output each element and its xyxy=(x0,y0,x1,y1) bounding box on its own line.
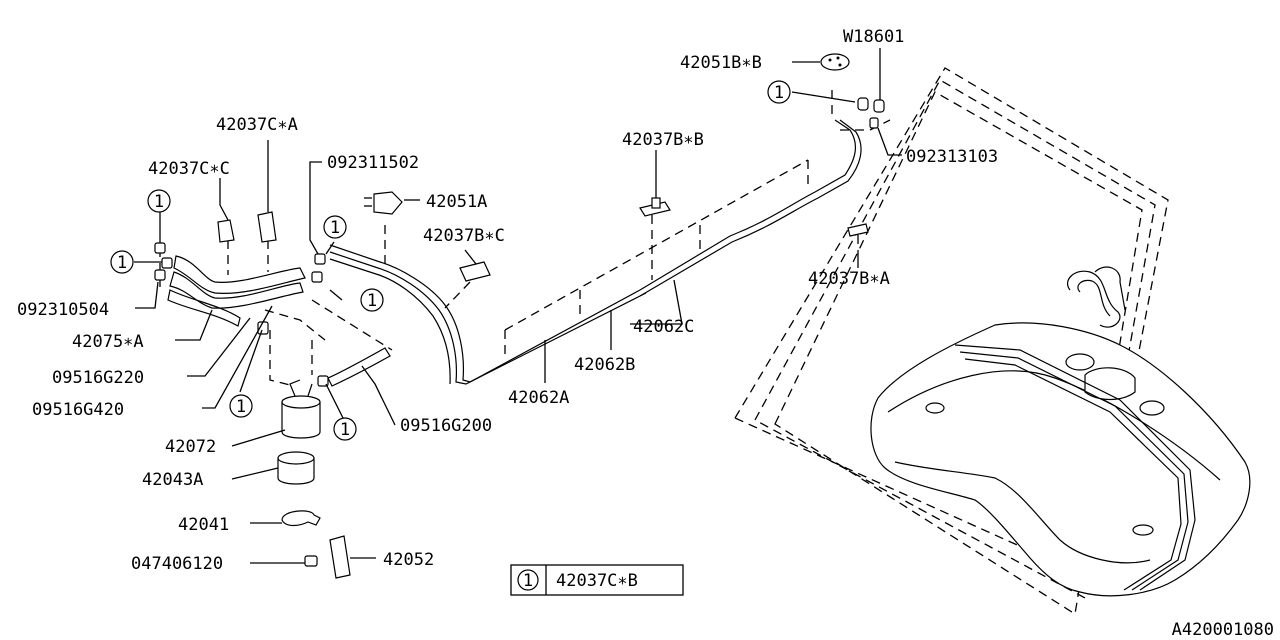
callout-number: 1 xyxy=(154,192,164,212)
connector-42051a xyxy=(364,191,403,215)
label-42062c: 42062C xyxy=(633,317,694,337)
legend-box: 1 42037C∗B xyxy=(510,564,684,596)
diagram-id: A420001080 xyxy=(1172,620,1274,640)
label-42072: 42072 xyxy=(165,437,216,457)
callout-number: 1 xyxy=(330,218,340,238)
fuel-tank xyxy=(870,266,1251,597)
hose-clip-09516g200 xyxy=(317,375,329,387)
label-092310504: 092310504 xyxy=(17,300,109,320)
leader-lines xyxy=(134,48,902,564)
label-42037b-c: 42037B∗C xyxy=(423,226,505,246)
clip-42037c-c xyxy=(217,219,235,243)
clamp-42041 xyxy=(281,510,321,527)
bracket-42043a xyxy=(277,451,315,485)
callout-circle-1b: 1 xyxy=(147,189,171,213)
clamp-w18601 xyxy=(857,97,885,113)
label-42037b-a: 42037B∗A xyxy=(808,269,890,289)
label-42037c-a: 42037C∗A xyxy=(216,115,298,135)
label-092311502: 092311502 xyxy=(327,153,419,173)
label-09516g220: 09516G220 xyxy=(52,368,144,388)
callout-circle-1a: 1 xyxy=(767,80,791,104)
legend-number: 1 xyxy=(523,571,533,591)
callout-circle-1e: 1 xyxy=(360,288,384,312)
clip-092311502 xyxy=(311,253,326,283)
label-09516g420: 09516G420 xyxy=(32,400,124,420)
legend-part: 42037C∗B xyxy=(556,571,638,591)
clip-42037b-a xyxy=(847,223,869,237)
label-w18601: W18601 xyxy=(843,27,904,47)
fuel-line-42062 xyxy=(329,119,862,385)
callout-number: 1 xyxy=(236,397,246,417)
dashed-outline-tank xyxy=(734,67,1169,616)
clip-092313103 xyxy=(869,117,879,129)
label-047406120: 047406120 xyxy=(131,554,223,574)
part-labels: W18601 42051B∗B 42037B∗B 092313103 42037… xyxy=(17,27,998,574)
bracket-42052 xyxy=(304,535,351,579)
label-42052: 42052 xyxy=(383,550,434,570)
callout-number: 1 xyxy=(774,83,784,103)
clip-42037b-c xyxy=(459,261,491,282)
label-42062a: 42062A xyxy=(508,388,569,408)
label-092313103: 092313103 xyxy=(906,147,998,167)
hose-group-left xyxy=(167,255,306,327)
label-42062b: 42062B xyxy=(574,355,635,375)
dashed-outline-piping xyxy=(159,90,891,386)
callout-circle-1g: 1 xyxy=(333,417,357,441)
callout-circle-1c: 1 xyxy=(110,250,134,274)
fuel-filter-42072 xyxy=(281,379,321,439)
callout-number: 1 xyxy=(340,420,350,440)
callout-circle-1d: 1 xyxy=(323,215,347,239)
label-09516g200: 09516G200 xyxy=(400,416,492,436)
callout-circle-1f: 1 xyxy=(229,394,253,418)
label-42043a: 42043A xyxy=(142,470,203,490)
clip-42037b-b xyxy=(639,197,671,217)
hose-09516g200 xyxy=(327,347,391,387)
label-42051b-b: 42051B∗B xyxy=(680,53,762,73)
callout-number: 1 xyxy=(367,291,377,311)
label-42075-a: 42075∗A xyxy=(72,332,144,352)
label-42051a: 42051A xyxy=(426,192,487,212)
clip-42037c-a xyxy=(257,211,277,243)
label-42041: 42041 xyxy=(178,515,229,535)
label-42037c-c: 42037C∗C xyxy=(148,159,230,179)
callout-number: 1 xyxy=(117,253,127,273)
clip-092310504 xyxy=(154,242,173,281)
label-42037b-b: 42037B∗B xyxy=(622,130,704,150)
cap-42051b-b xyxy=(820,53,850,71)
